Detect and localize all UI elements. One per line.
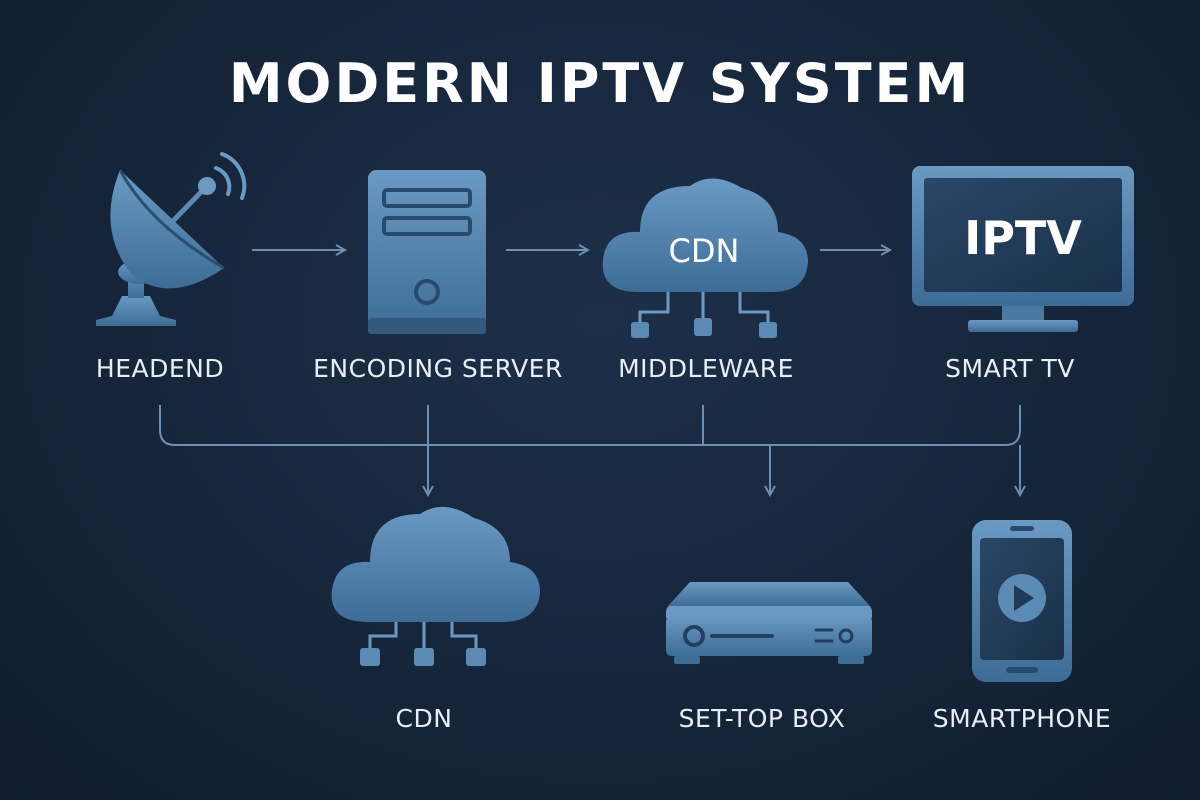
node-label-set-top-box: SET-TOP BOX — [678, 704, 846, 733]
distribution-bus — [159, 405, 1021, 446]
cloud-network-icon: CDN — [602, 178, 808, 338]
node-label-middleware: MIDDLEWARE — [618, 354, 794, 383]
cloud-badge-text: CDN — [669, 232, 740, 270]
tv-screen-text: IPTV — [964, 211, 1082, 265]
node-label-headend: HEADEND — [95, 354, 225, 383]
node-label-smart-tv: SMART TV — [945, 354, 1075, 383]
server-tower-icon — [368, 170, 486, 334]
node-label-encoding-server: ENCODING SERVER — [313, 354, 563, 383]
node-label-cdn: CDN — [395, 704, 453, 733]
satellite-dish-icon — [96, 152, 247, 326]
monitor-icon: IPTV — [912, 166, 1134, 332]
cloud-network-icon — [331, 506, 540, 666]
smartphone-play-icon — [972, 520, 1072, 682]
set-top-box-icon — [666, 582, 872, 664]
page-title: MODERN IPTV SYSTEM — [228, 52, 972, 115]
node-label-smartphone: SMARTPHONE — [932, 704, 1112, 733]
